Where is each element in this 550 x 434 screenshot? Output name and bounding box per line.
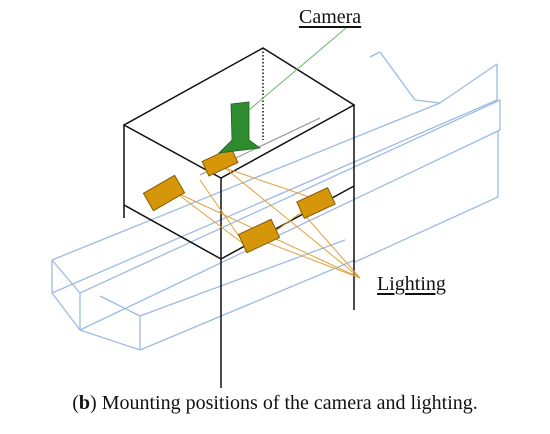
- camera-leader-line: [248, 27, 347, 111]
- light-back-left: [201, 147, 239, 177]
- light-front-left: [142, 174, 186, 212]
- camera-label: Camera: [299, 6, 362, 28]
- caption-letter: b: [78, 392, 91, 414]
- lighting-label: Lighting: [377, 273, 446, 295]
- light-front-center: [237, 218, 281, 254]
- caption-open-paren: (: [72, 392, 79, 414]
- figure-caption: (b) Mounting positions of the camera and…: [0, 392, 550, 415]
- light-right: [296, 186, 336, 220]
- caption-text: ) Mounting positions of the camera and l…: [90, 392, 478, 414]
- camera-icon: [217, 101, 262, 154]
- mounting-frame: [122, 47, 356, 388]
- conveyor: [51, 51, 501, 351]
